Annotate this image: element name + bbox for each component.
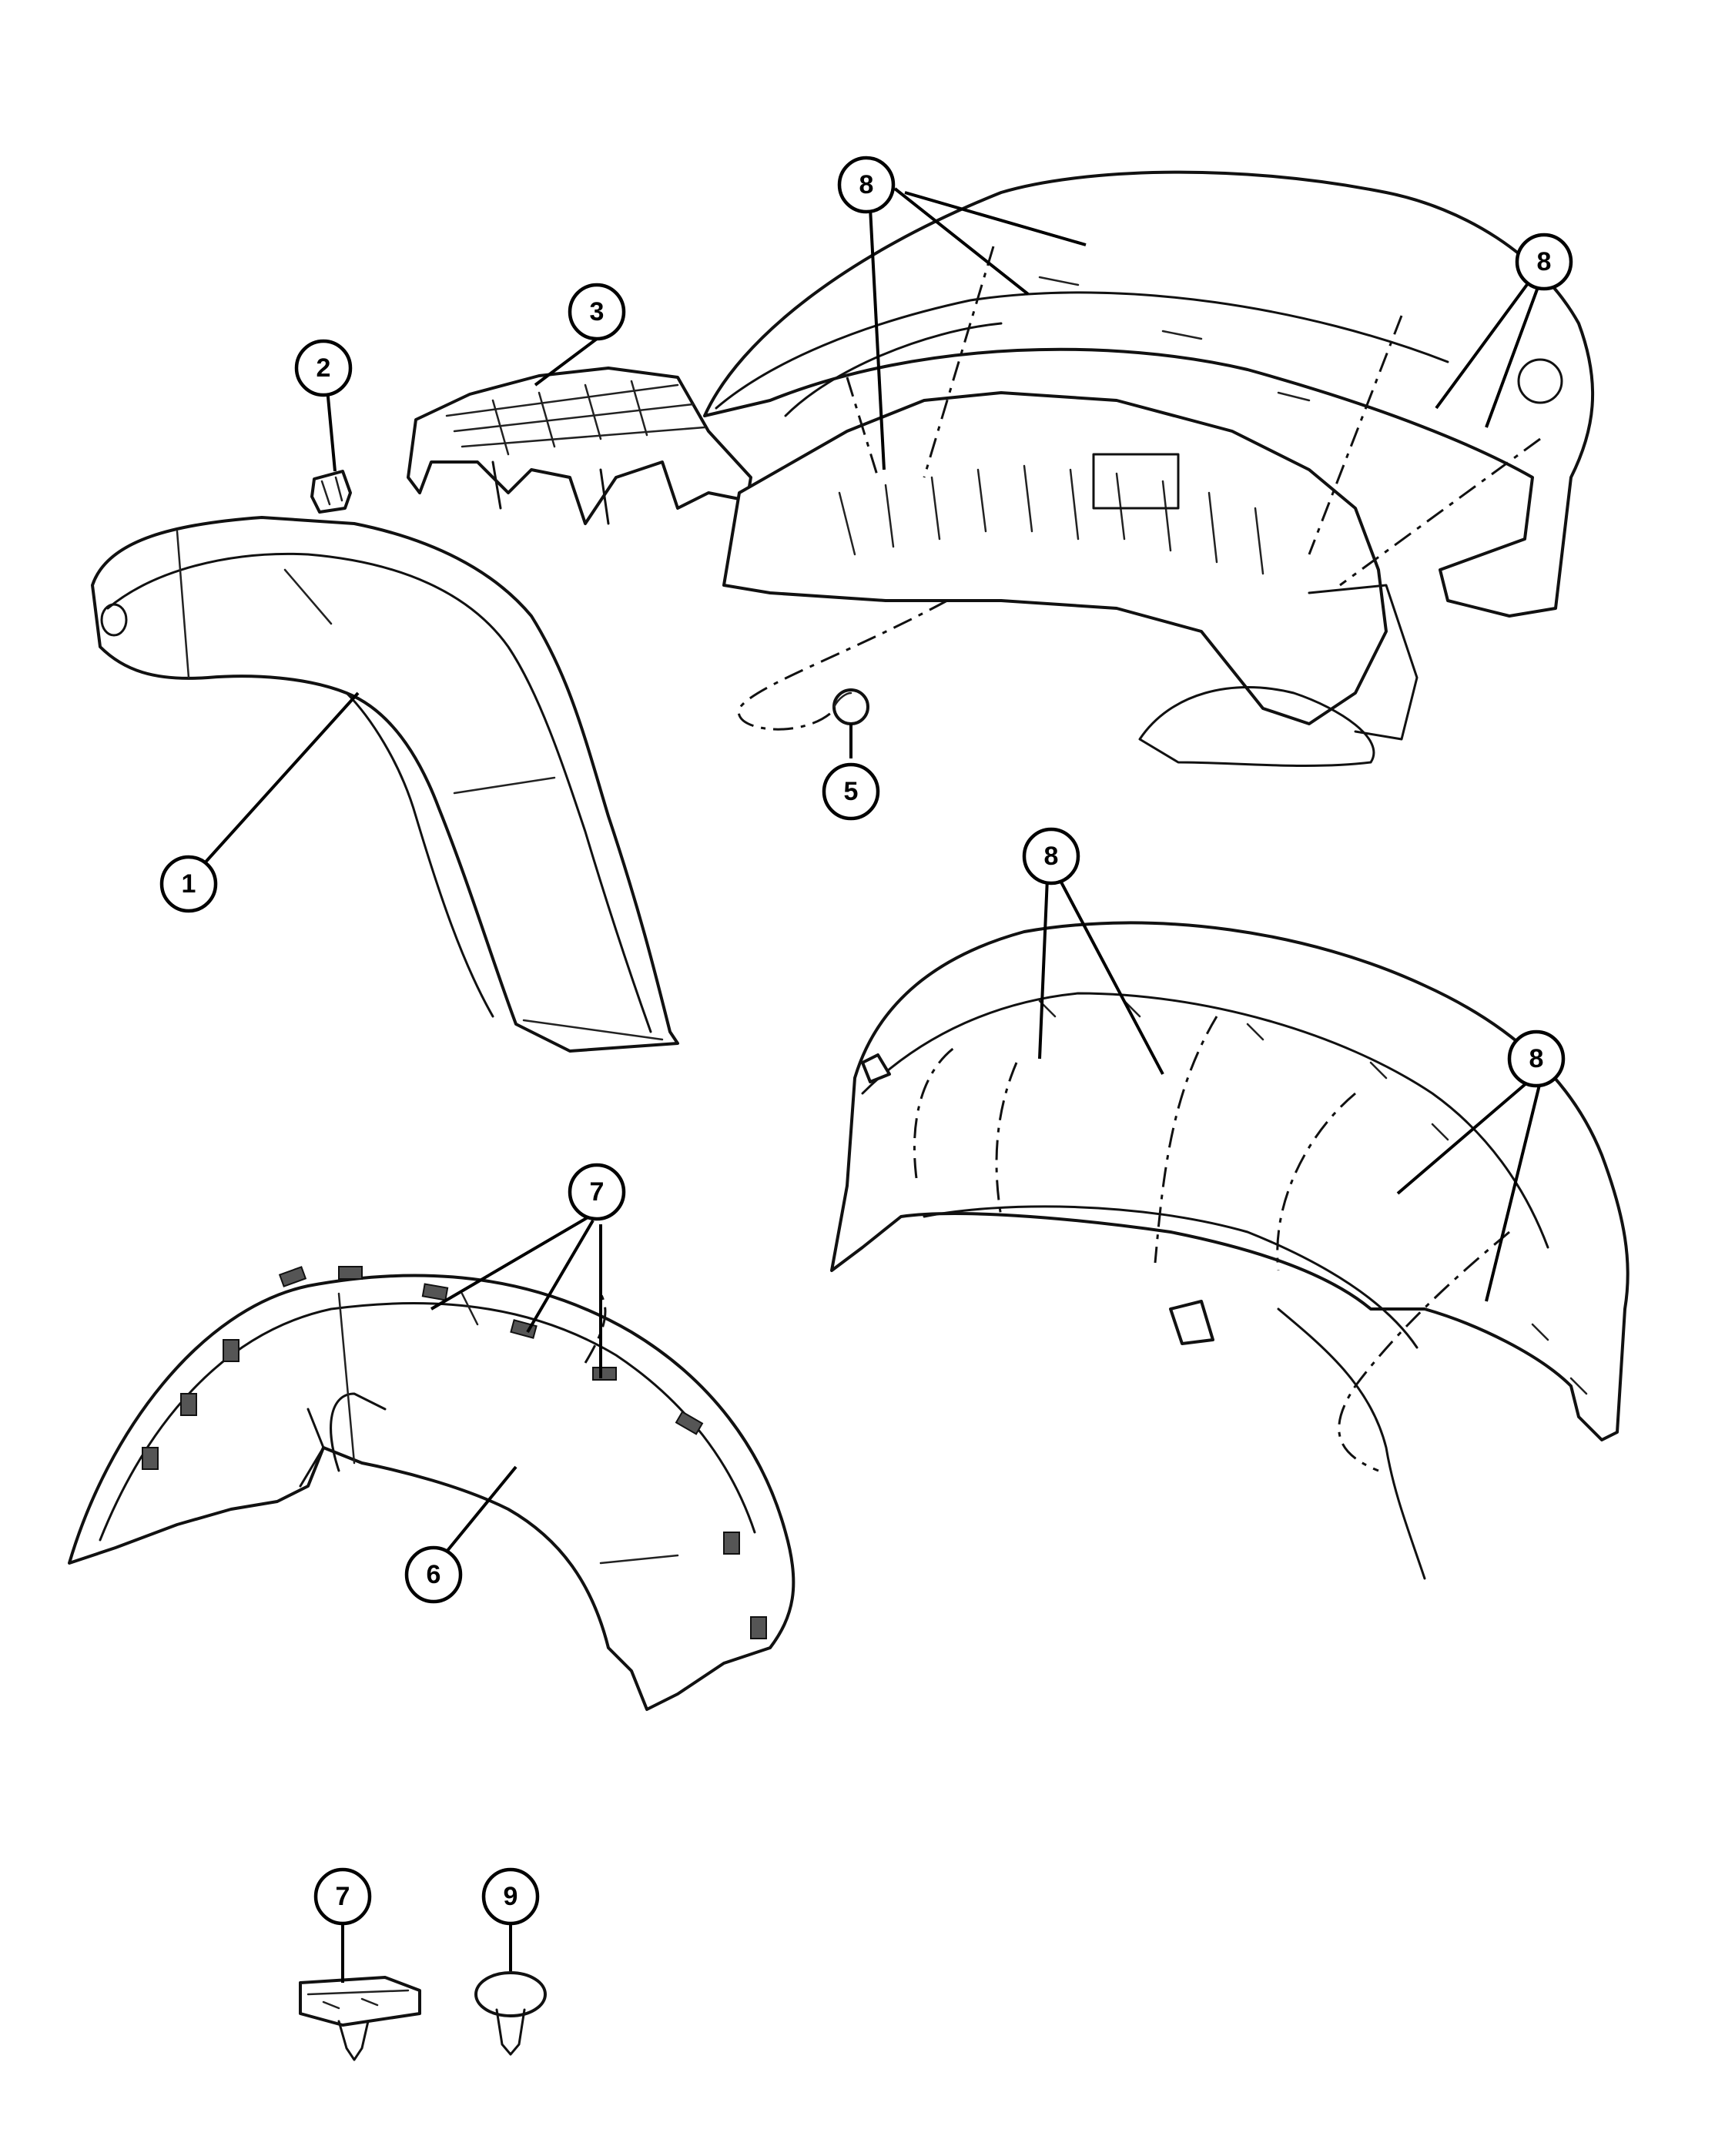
plug-part-5 (832, 688, 869, 725)
svg-text:8: 8 (1529, 1044, 1544, 1073)
callout-8-top-left: 8 (837, 156, 896, 214)
callout-7-detail: 7 (313, 1867, 372, 1926)
leader-lines (200, 187, 1542, 1983)
svg-text:6: 6 (427, 1560, 441, 1589)
svg-text:8: 8 (859, 170, 874, 199)
svg-text:8: 8 (1537, 247, 1552, 276)
svg-text:1: 1 (182, 869, 196, 899)
retainer-clip-detail-part-7 (299, 1976, 421, 2061)
callout-9: 9 (481, 1867, 540, 1926)
svg-text:2: 2 (317, 353, 331, 383)
push-pin-detail-part-9 (474, 1971, 547, 2056)
callout-1: 1 (159, 855, 218, 913)
clip-part-2 (310, 470, 352, 514)
svg-text:3: 3 (590, 297, 605, 326)
bracket-part-3 (407, 367, 752, 525)
callout-8-mid-right: 8 (1507, 1029, 1566, 1088)
fender-flare-inner-part-6 (68, 1266, 796, 1711)
callout-7-top: 7 (568, 1163, 626, 1221)
svg-text:9: 9 (504, 1882, 518, 1911)
callout-2: 2 (294, 339, 353, 397)
callout-3: 3 (568, 283, 626, 341)
bumper-fascia-assembly (830, 921, 1630, 1580)
callout-5: 5 (822, 762, 880, 821)
callout-8-mid-left: 8 (1022, 827, 1080, 886)
fender-flare-part-1 (91, 516, 679, 1053)
svg-text:7: 7 (336, 1882, 350, 1911)
callout-8-top-right: 8 (1515, 233, 1573, 291)
callout-6: 6 (404, 1545, 463, 1604)
svg-text:7: 7 (590, 1177, 605, 1207)
svg-text:5: 5 (844, 777, 859, 806)
svg-text:8: 8 (1044, 842, 1059, 871)
rear-bumper-assembly (703, 170, 1595, 767)
